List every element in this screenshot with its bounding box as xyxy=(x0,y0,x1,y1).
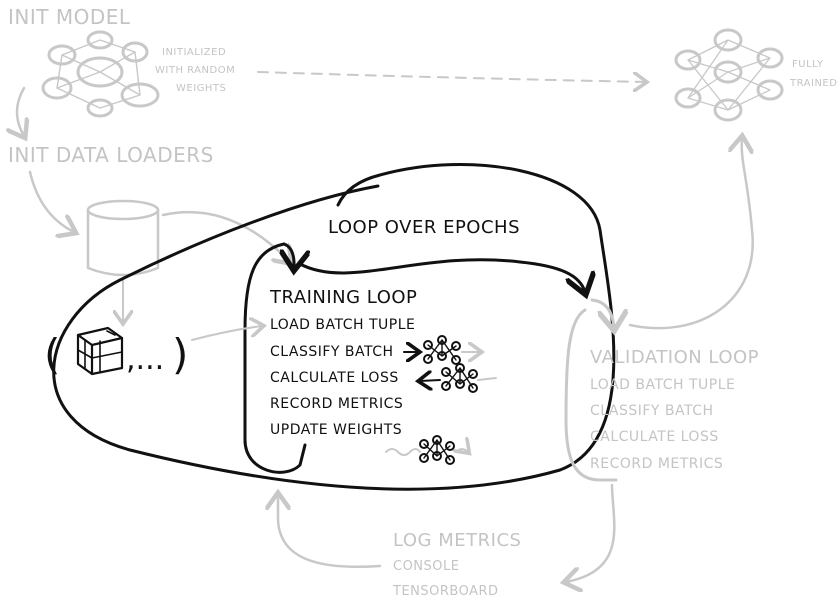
epoch-loop-title: LOOP OVER EPOCHS xyxy=(328,217,520,238)
trained-network-icon xyxy=(674,28,784,122)
arrow-loaders-to-db xyxy=(28,170,74,232)
training-step-5: UPDATE WEIGHTS xyxy=(270,422,402,438)
arrow-validation-to-log xyxy=(566,483,616,582)
arrow-db-to-training xyxy=(161,210,290,262)
training-step-3: CALCULATE LOSS xyxy=(270,370,399,386)
cube-icon xyxy=(76,326,124,376)
line-loss-out xyxy=(477,377,497,381)
fully-trained-label-1: FULLY xyxy=(792,59,824,70)
arrow-loss xyxy=(420,380,441,381)
arrow-validation-to-trained xyxy=(628,138,753,330)
init-model-note-1: INITIALIZED xyxy=(162,47,226,58)
arrow-into-validation xyxy=(590,298,614,328)
log-metrics-tensorboard: TENSORBOARD xyxy=(392,584,499,599)
log-metrics-title: LOG METRICS xyxy=(393,530,521,551)
arrow-log-to-epochs xyxy=(278,495,382,569)
validation-step-2: CLASSIFY BATCH xyxy=(590,403,714,419)
validation-step-3: CALCULATE LOSS xyxy=(590,429,719,445)
log-metrics-console: CONSOLE xyxy=(393,559,459,574)
validation-step-4: RECORD METRICS xyxy=(590,456,723,472)
batch-tuple-close-paren: ) xyxy=(172,330,188,379)
random-network-icon xyxy=(41,30,160,118)
batch-tuple: ( ,... ) xyxy=(44,326,188,379)
init-data-loaders-title: INIT DATA LOADERS xyxy=(8,143,214,167)
network-glyph-loss xyxy=(441,363,478,393)
network-glyph-update xyxy=(419,435,455,465)
epoch-loop-outline xyxy=(52,162,616,491)
init-model-note-3: WEIGHTS xyxy=(176,83,226,94)
fully-trained-label-2: TRAINED xyxy=(789,78,837,89)
training-step-4: RECORD METRICS xyxy=(270,396,403,412)
arrow-model-to-loaders xyxy=(17,86,24,136)
arrow-to-validation xyxy=(298,258,585,292)
arrow-batch-to-training xyxy=(191,326,262,341)
dashed-arrow-to-trained xyxy=(257,71,645,82)
training-loop-bracket xyxy=(243,242,307,474)
batch-tuple-rest: ,... xyxy=(126,342,164,377)
validation-loop-title: VALIDATION LOOP xyxy=(590,347,759,368)
validation-step-1: LOAD BATCH TUPLE xyxy=(590,377,735,393)
training-step-1: LOAD BATCH TUPLE xyxy=(270,317,415,333)
training-step-2: CLASSIFY BATCH xyxy=(270,344,394,360)
batch-tuple-open-paren: ( xyxy=(44,330,60,379)
training-loop-title: TRAINING LOOP xyxy=(269,287,417,308)
squiggle-update-out xyxy=(456,449,468,452)
database-icon xyxy=(86,199,160,277)
arrow-into-training xyxy=(284,242,294,268)
init-model-title: INIT MODEL xyxy=(8,5,131,29)
network-glyph-classify xyxy=(423,335,461,365)
validation-loop-bracket xyxy=(564,308,618,482)
init-model-note-2: WITH RANDOM xyxy=(155,65,235,76)
squiggle-update-in xyxy=(385,448,421,456)
